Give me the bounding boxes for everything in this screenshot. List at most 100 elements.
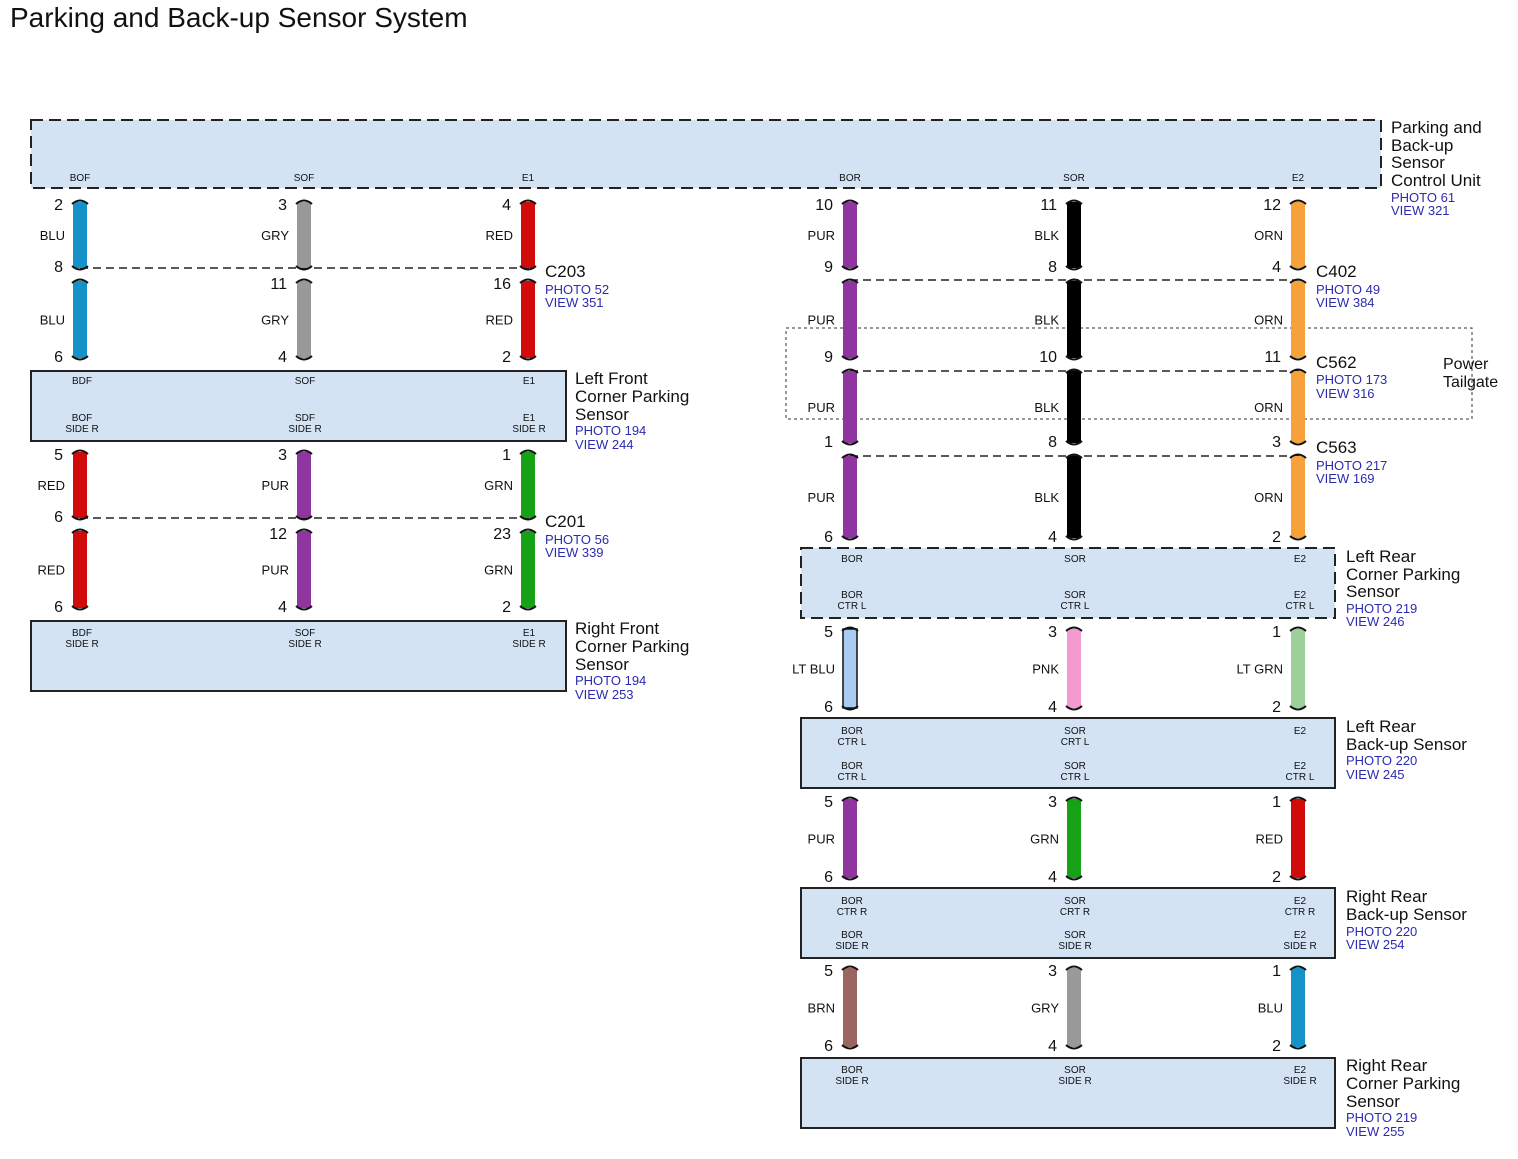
photo-link[interactable]: PHOTO 194 <box>575 673 646 688</box>
view-link[interactable]: VIEW 246 <box>1346 614 1405 629</box>
wire-terminal-cap <box>841 535 859 541</box>
pin-number: 12 <box>269 526 287 543</box>
lr-backup-sensor-box <box>800 717 1336 789</box>
wire-terminal-cap <box>1289 199 1307 205</box>
pin-number: 11 <box>1040 197 1057 214</box>
terminal-label: BDF <box>72 628 92 639</box>
terminal-label: SOR <box>1063 173 1085 184</box>
component-name: Sensor <box>1391 153 1445 172</box>
wire-terminal-cap <box>841 355 859 361</box>
photo-link[interactable]: PHOTO 52 <box>545 282 609 297</box>
pin-number: 11 <box>270 276 287 293</box>
rf-sensor-box <box>30 620 567 692</box>
terminal-label: BOR <box>839 173 861 184</box>
wire-pur <box>843 799 857 878</box>
pin-number: 4 <box>278 349 287 366</box>
photo-link[interactable]: PHOTO 173 <box>1316 372 1387 387</box>
wire-terminal-cap <box>1065 199 1083 205</box>
view-link[interactable]: VIEW 245 <box>1346 767 1405 782</box>
view-link[interactable]: VIEW 384 <box>1316 295 1375 310</box>
pin-number: 10 <box>1039 349 1057 366</box>
wire-terminal-cap <box>1065 368 1083 374</box>
wire-terminal-cap <box>1065 875 1083 881</box>
terminal-label: SIDE R <box>512 639 545 650</box>
wire-terminal-cap <box>841 199 859 205</box>
photo-link[interactable]: PHOTO 220 <box>1346 924 1417 939</box>
pin-number: 2 <box>1272 869 1281 886</box>
view-link[interactable]: VIEW 321 <box>1391 203 1450 218</box>
wire-terminal-cap <box>519 515 537 521</box>
wire-terminal-cap <box>1289 278 1307 284</box>
terminal-label: SOR <box>1064 726 1086 737</box>
pin-number: 8 <box>54 259 63 276</box>
pin-number: 4 <box>1048 529 1057 546</box>
page-title: Parking and Back-up Sensor System <box>10 2 468 33</box>
pin-number: 23 <box>493 526 511 543</box>
photo-link[interactable]: PHOTO 194 <box>575 423 646 438</box>
component-name: Corner Parking <box>575 387 689 406</box>
wire-color-label: GRY <box>261 313 289 328</box>
terminal-label: SIDE R <box>1058 1076 1091 1087</box>
wire-terminal-cap <box>71 605 89 611</box>
wire-terminal-cap <box>1289 265 1307 271</box>
photo-link[interactable]: PHOTO 61 <box>1391 190 1455 205</box>
photo-link[interactable]: PHOTO 220 <box>1346 753 1417 768</box>
photo-link[interactable]: PHOTO 219 <box>1346 1110 1417 1125</box>
pin-number: 3 <box>278 447 287 464</box>
pin-number: 6 <box>824 869 833 886</box>
component-name: Parking and <box>1391 118 1482 137</box>
view-link[interactable]: VIEW 351 <box>545 295 604 310</box>
connector-name: C203 <box>545 262 586 281</box>
pin-number: 2 <box>1272 529 1281 546</box>
pin-number: 1 <box>824 434 833 451</box>
lr-corner-sensor-box <box>800 547 1336 619</box>
photo-link[interactable]: PHOTO 56 <box>545 532 609 547</box>
wire-lt-blu <box>842 628 858 709</box>
terminal-label: E2 <box>1294 896 1307 907</box>
pin-number: 2 <box>502 599 511 616</box>
rr-backup-sensor-box <box>800 887 1336 959</box>
wire-terminal-cap <box>1289 453 1307 459</box>
terminal-label: BOR <box>841 590 863 601</box>
wire-color-label: RED <box>38 478 65 493</box>
pin-number: 6 <box>824 529 833 546</box>
component-name: Corner Parking <box>1346 565 1460 584</box>
photo-link[interactable]: PHOTO 49 <box>1316 282 1380 297</box>
component-name: Control Unit <box>1391 171 1481 190</box>
connector-name: C201 <box>545 512 586 531</box>
photo-link[interactable]: PHOTO 217 <box>1316 458 1387 473</box>
wire-pur <box>843 456 857 538</box>
terminal-label: BOR <box>841 1065 863 1076</box>
photo-link[interactable]: PHOTO 219 <box>1346 601 1417 616</box>
view-link[interactable]: VIEW 255 <box>1346 1124 1405 1139</box>
view-link[interactable]: VIEW 253 <box>575 687 634 702</box>
wire-terminal-cap <box>841 796 859 802</box>
pin-number: 1 <box>1272 794 1281 811</box>
wire-blk <box>1067 371 1081 443</box>
wire-color-label: PUR <box>262 563 289 578</box>
pin-number: 6 <box>54 599 63 616</box>
view-link[interactable]: VIEW 244 <box>575 437 634 452</box>
wire-color-label: BLU <box>40 313 65 328</box>
view-link[interactable]: VIEW 339 <box>545 545 604 560</box>
wire-terminal-cap <box>295 278 313 284</box>
view-link[interactable]: VIEW 169 <box>1316 471 1375 486</box>
pin-number: 1 <box>502 447 511 464</box>
wire-terminal-cap <box>1289 355 1307 361</box>
pin-number: 4 <box>1048 869 1057 886</box>
connector-name: C562 <box>1316 353 1357 372</box>
view-link[interactable]: VIEW 254 <box>1346 937 1405 952</box>
terminal-label: SIDE R <box>65 424 98 435</box>
pin-number: 5 <box>824 963 833 980</box>
wire-terminal-cap <box>295 355 313 361</box>
wire-color-label: BLK <box>1034 228 1059 243</box>
wire-terminal-cap <box>71 355 89 361</box>
terminal-label: SOR <box>1064 761 1086 772</box>
pin-number: 3 <box>1048 624 1057 641</box>
wire-terminal-cap <box>841 265 859 271</box>
pin-number: 3 <box>1048 963 1057 980</box>
view-link[interactable]: VIEW 316 <box>1316 386 1375 401</box>
wire-terminal-cap <box>295 605 313 611</box>
wire-pur <box>843 371 857 443</box>
